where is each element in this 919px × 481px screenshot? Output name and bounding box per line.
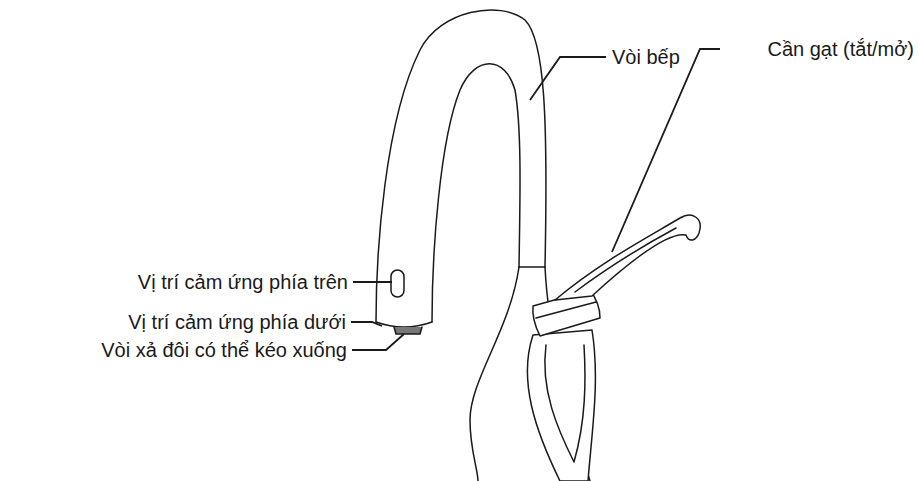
- sensor-oval: [391, 270, 404, 297]
- leader-line: [612, 49, 720, 252]
- lever: [555, 215, 700, 300]
- spout-tip: [376, 322, 432, 327]
- leader-line: [351, 322, 382, 326]
- part-label: Vị trí cảm ứng phía dưới: [128, 312, 346, 332]
- part-label: Cần gạt (tắt/mở): [768, 39, 915, 59]
- leader-line: [530, 57, 606, 100]
- lever-ridge: [575, 228, 676, 292]
- spout-inner: [432, 64, 520, 322]
- spout-outer: [376, 10, 546, 322]
- part-label: Vị trí cảm ứng phía trên: [138, 272, 348, 292]
- leader-line: [353, 281, 392, 283]
- part-label: Vòi xả đôi có thể kéo xuống: [101, 340, 347, 360]
- part-label: Vòi bếp: [612, 47, 680, 67]
- sleeve-line: [536, 302, 596, 318]
- spray-nozzle: [394, 327, 422, 334]
- leader-line: [352, 334, 404, 350]
- handle-inner-line: [545, 345, 585, 462]
- joint-line: [519, 266, 545, 268]
- handle-base: [527, 330, 595, 481]
- faucet-body: [470, 267, 519, 481]
